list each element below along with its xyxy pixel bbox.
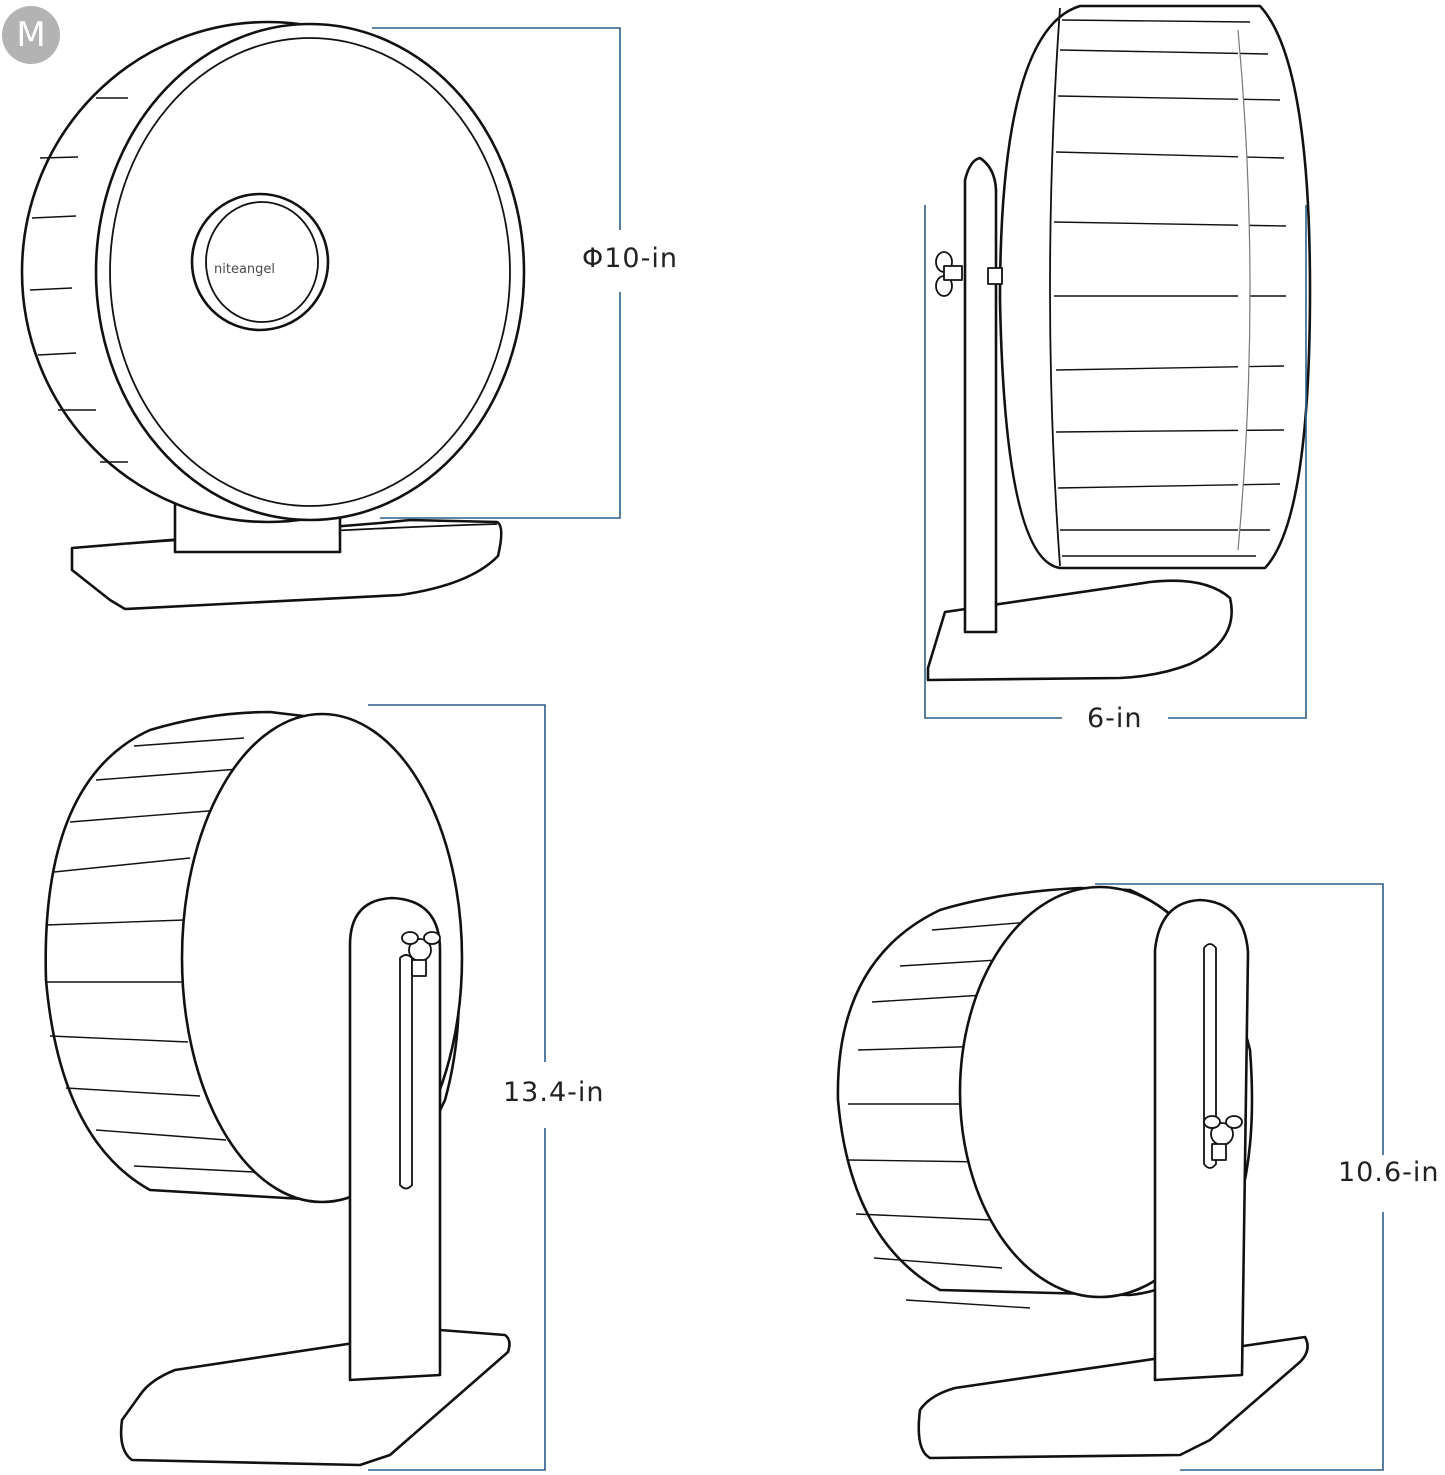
short-wing-nut-icon <box>1203 1115 1243 1161</box>
diameter-label: Φ10-in <box>582 243 678 274</box>
short-slot <box>1203 943 1217 1169</box>
size-badge: M <box>2 6 60 64</box>
diameter-dim-bottom <box>380 292 621 519</box>
height-short-dim-top <box>1095 883 1384 1155</box>
short-upright <box>1153 898 1250 1382</box>
height-tall-dim-top <box>368 704 546 1062</box>
brand-logo: niteangel <box>214 262 276 277</box>
tall-slot <box>399 954 413 1190</box>
side-upright <box>963 156 998 634</box>
tall-wing-nut-icon <box>401 931 441 977</box>
height-short-dim-bottom <box>1180 1212 1384 1471</box>
tall-base <box>119 1328 511 1467</box>
side-axle <box>987 267 1003 285</box>
diameter-dim-top <box>372 27 621 230</box>
side-wheel-body <box>998 4 1312 570</box>
side-wheel-shade <box>1237 29 1251 551</box>
side-view <box>926 4 1312 682</box>
height-tall-dim-bottom <box>368 1128 546 1471</box>
height-short-label: 10.6-in <box>1338 1157 1440 1188</box>
front-hub-inner <box>205 201 319 323</box>
height-tall-label: 13.4-in <box>503 1077 605 1108</box>
dimension-lines <box>368 27 1384 1471</box>
depth-dim-left <box>924 205 1062 719</box>
side-wing-nut-icon <box>935 251 963 297</box>
short-view <box>836 885 1309 1460</box>
short-base <box>917 1335 1309 1460</box>
depth-label: 6-in <box>1087 703 1143 734</box>
tall-wheel-slats <box>45 737 255 1173</box>
side-wheel-rim <box>1049 7 1061 567</box>
depth-dim-right <box>1168 205 1307 719</box>
front-view <box>20 20 526 611</box>
tall-view <box>44 710 511 1467</box>
side-base <box>926 579 1233 682</box>
